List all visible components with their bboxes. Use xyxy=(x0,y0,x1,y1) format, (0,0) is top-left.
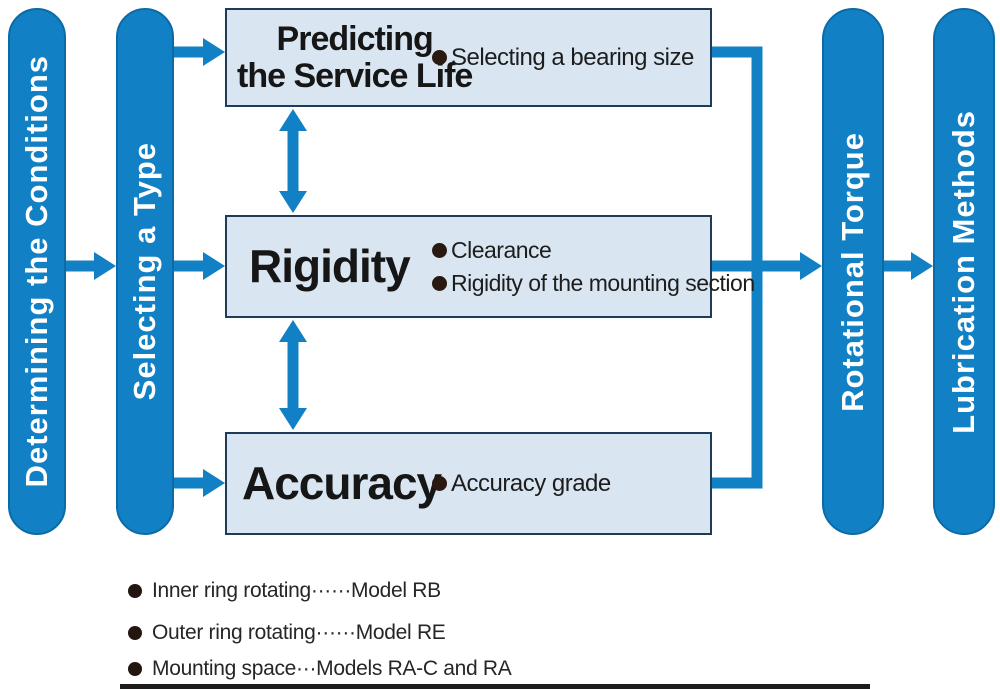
box-accuracy: Accuracy Accuracy grade xyxy=(225,432,712,535)
legend-label: Outer ring rotating······Model RE xyxy=(152,621,446,644)
arrow-boxes-to-rotational-torque xyxy=(712,252,822,280)
bullet-item: Selecting a bearing size xyxy=(432,44,694,72)
bullet-item: Rigidity of the mounting section xyxy=(432,270,755,297)
box-rigidity: Rigidity Clearance Rigidity of the mount… xyxy=(225,215,755,318)
pill-label: Lubrication Methods xyxy=(946,109,981,434)
bus-line-right xyxy=(712,46,763,489)
arrow-type-to-service-life xyxy=(170,38,225,66)
bullet-icon xyxy=(128,662,142,676)
bullet-item: Accuracy grade xyxy=(432,470,611,498)
pill-lubrication-methods: Lubrication Methods xyxy=(933,8,995,535)
pill-selecting-type: Selecting a Type xyxy=(116,8,174,535)
bullet-list: Clearance Rigidity of the mounting secti… xyxy=(432,217,755,316)
arrow-torque-to-lubrication xyxy=(880,252,933,280)
bullet-item: Clearance xyxy=(432,237,755,264)
box-title: Predicting the Service Life xyxy=(237,20,473,95)
arrow-conditions-to-type xyxy=(62,252,116,280)
bullet-label: Clearance xyxy=(451,236,552,263)
box-title: Accuracy xyxy=(242,457,442,510)
bullet-icon xyxy=(432,50,447,65)
bullet-icon xyxy=(432,275,447,291)
pill-rotational-torque: Rotational Torque xyxy=(822,8,884,535)
pill-label: Selecting a Type xyxy=(127,142,162,401)
box-service-life: Predicting the Service Life Selecting a … xyxy=(225,8,712,107)
double-arrow-rigidity-accuracy xyxy=(279,320,307,430)
bullet-icon xyxy=(128,626,142,640)
bullet-icon xyxy=(128,584,142,598)
bullet-label: Accuracy grade xyxy=(451,469,611,497)
legend-item-mounting-space: Mounting space···Models RA-C and RA xyxy=(128,657,512,681)
pill-label: Rotational Torque xyxy=(835,131,870,412)
bullet-list: Accuracy grade xyxy=(432,434,611,533)
bottom-bar xyxy=(120,684,870,689)
box-title: Rigidity xyxy=(249,240,411,293)
arrow-type-to-rigidity xyxy=(170,252,225,280)
bullet-icon xyxy=(432,242,447,258)
legend-item-inner-ring: Inner ring rotating······Model RB xyxy=(128,579,441,603)
bullet-icon xyxy=(432,476,447,491)
pill-label: Determining the Conditions xyxy=(19,55,54,488)
bullet-label: Rigidity of the mounting section xyxy=(451,269,755,296)
legend-label: Inner ring rotating······Model RB xyxy=(152,579,441,602)
bullet-label: Selecting a bearing size xyxy=(451,43,694,71)
legend-label: Mounting space···Models RA-C and RA xyxy=(152,657,512,680)
arrow-type-to-accuracy xyxy=(170,469,225,497)
pill-determining-conditions: Determining the Conditions xyxy=(8,8,66,535)
double-arrow-service-life-rigidity xyxy=(279,109,307,213)
bullet-list: Selecting a bearing size xyxy=(432,10,694,105)
legend-item-outer-ring: Outer ring rotating······Model RE xyxy=(128,621,446,645)
